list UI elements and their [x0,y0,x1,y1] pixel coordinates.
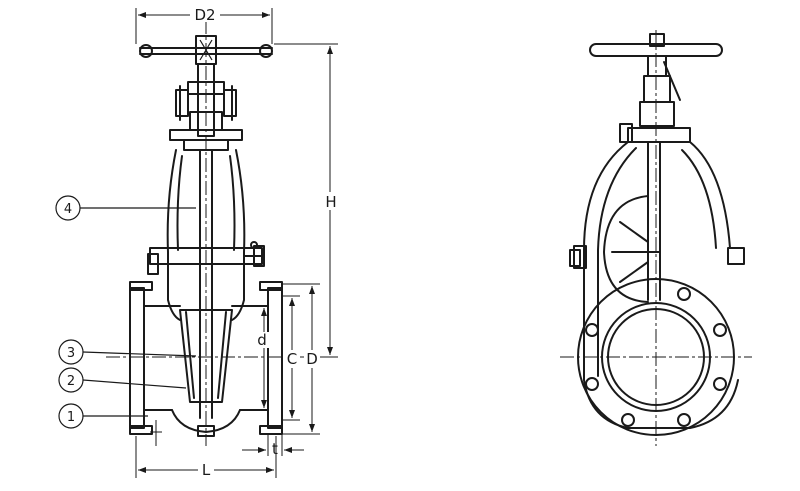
valve-body [129,149,283,437]
dimension-h: H [274,43,340,358]
callout-3: 3 [58,339,197,365]
label-c: C [287,350,297,368]
label-h: H [325,193,336,211]
callout-4: 4 [55,195,196,221]
dimension-c: C [282,295,300,421]
dimension-d2: D2 [135,6,273,44]
label-l: L [202,461,211,479]
label-d-bore: d [257,331,267,349]
label-d-outer: D [306,350,318,368]
dimension-d-bore: d [256,308,270,408]
callout-1: 1 [58,403,148,429]
front-view: D2 H d C D [55,6,340,479]
dimension-t: t [242,434,304,458]
svg-text:4: 4 [64,202,72,217]
label-t: t [272,440,278,458]
svg-text:3: 3 [67,346,75,361]
side-view [560,30,752,446]
svg-text:2: 2 [67,374,75,389]
callout-2: 2 [58,367,187,393]
dimension-l: L [135,436,277,479]
dimension-d-outer: D [282,283,320,435]
label-d2: D2 [194,6,215,24]
svg-text:1: 1 [67,410,75,425]
